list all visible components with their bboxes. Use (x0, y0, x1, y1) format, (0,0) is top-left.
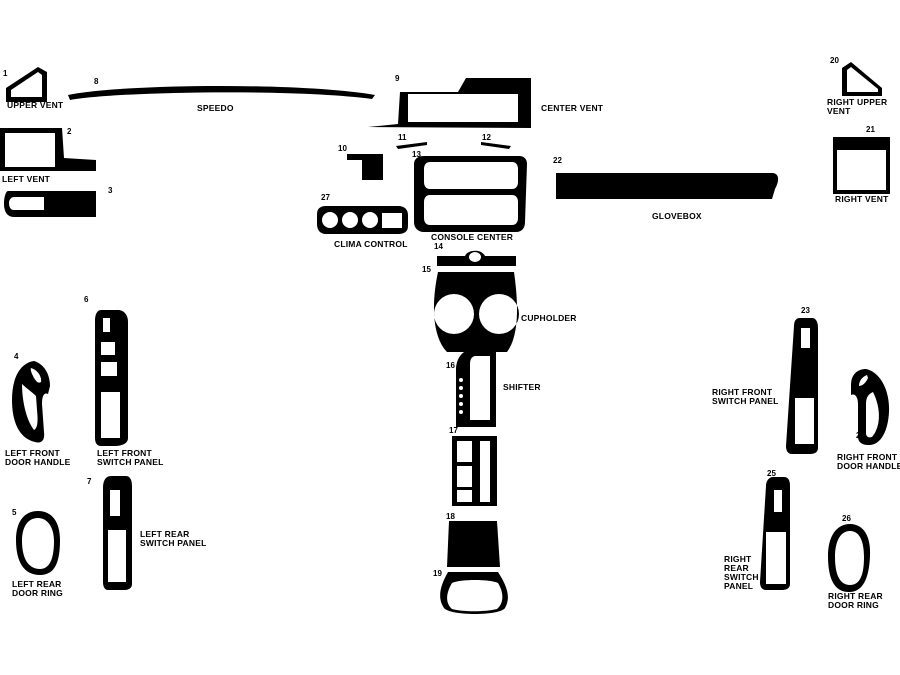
label-shifter: SHIFTER (503, 382, 541, 392)
part-number-25: 25 (767, 469, 776, 478)
part-number-5: 5 (12, 508, 17, 517)
part-number-19: 19 (433, 569, 442, 578)
label-center-vent: CENTER VENT (541, 103, 604, 113)
part-right-front-switch-panel (786, 318, 818, 454)
part-11 (396, 142, 427, 149)
part-number-27: 27 (321, 193, 330, 202)
label-glovebox: GLOVEBOX (652, 211, 702, 221)
part-right-upper-vent (842, 62, 882, 96)
part-number-23: 23 (801, 306, 810, 315)
label-right-rear-switch-panel: RIGHT REAR SWITCH PANEL (724, 554, 759, 591)
part-right-rear-door-ring (828, 524, 871, 592)
label-clima-control: CLIMA CONTROL (334, 239, 408, 249)
label-left-vent: LEFT VENT (2, 174, 51, 184)
part-number-26: 26 (842, 514, 851, 523)
part-number-9: 9 (395, 74, 400, 83)
part-upper-vent (6, 67, 47, 102)
part-number-24: 24 (856, 431, 865, 440)
label-left-front-switch-panel: LEFT FRONT SWITCH PANEL (97, 448, 164, 467)
part-right-front-door-handle (851, 369, 890, 446)
part-number-2: 2 (67, 127, 72, 136)
part-number-18: 18 (446, 512, 455, 521)
part-number-6: 6 (84, 295, 89, 304)
part-left-front-switch-panel (95, 310, 128, 446)
part-console-center (414, 156, 527, 232)
part-left-rear-switch-panel (103, 476, 132, 590)
part-18 (447, 521, 500, 567)
part-right-rear-switch-panel (760, 477, 790, 590)
part-number-7: 7 (87, 477, 92, 486)
part-glovebox (556, 173, 779, 199)
part-number-8: 8 (94, 77, 99, 86)
label-cupholder: CUPHOLDER (521, 313, 577, 323)
part-14 (437, 250, 516, 266)
shifter-dots (459, 378, 463, 414)
part-number-4: 4 (14, 352, 19, 361)
label-upper-vent: UPPER VENT (7, 100, 64, 110)
part-clima-control (317, 206, 408, 234)
part-left-vent (0, 128, 96, 171)
label-left-rear-door-ring: LEFT REAR DOOR RING (12, 579, 63, 598)
part-10 (347, 154, 383, 180)
part-speedo (68, 85, 375, 100)
part-17 (452, 436, 497, 506)
label-console-center: CONSOLE CENTER (431, 232, 514, 242)
part-center-vent (368, 78, 531, 128)
part-number-1: 1 (3, 69, 8, 78)
label-right-vent: RIGHT VENT (835, 194, 889, 204)
label-right-rear-door-ring: RIGHT REAR DOOR RING (828, 591, 883, 610)
part-number-13: 13 (412, 150, 421, 159)
part-number-21: 21 (866, 125, 875, 134)
part-number-20: 20 (830, 56, 839, 65)
part-left-rear-door-ring (16, 511, 60, 575)
label-right-front-switch-panel: RIGHT FRONT SWITCH PANEL (712, 387, 779, 406)
part-cupholder (433, 272, 519, 352)
part-number-12: 12 (482, 133, 491, 142)
part-number-15: 15 (422, 265, 431, 274)
part-number-22: 22 (553, 156, 562, 165)
label-left-front-door-handle: LEFT FRONT DOOR HANDLE (5, 448, 71, 467)
part-shifter (456, 349, 496, 427)
part-left-front-door-handle (12, 361, 50, 443)
part-number-3: 3 (108, 186, 113, 195)
part-number-17: 17 (449, 426, 458, 435)
label-left-rear-switch-panel: LEFT REAR SWITCH PANEL (140, 529, 207, 548)
part-19 (440, 572, 508, 614)
label-speedo: SPEEDO (197, 103, 234, 113)
part-number-10: 10 (338, 144, 347, 153)
part-right-vent (833, 137, 890, 194)
part-number-16: 16 (446, 361, 455, 370)
part-number-11: 11 (398, 133, 407, 142)
part-number-14: 14 (434, 242, 443, 251)
label-right-upper-vent: RIGHT UPPER VENT (827, 97, 888, 116)
part-left-lower-strip (4, 191, 96, 217)
label-right-front-door-handle: RIGHT FRONT DOOR HANDLE (837, 452, 900, 471)
part-12 (481, 142, 511, 149)
